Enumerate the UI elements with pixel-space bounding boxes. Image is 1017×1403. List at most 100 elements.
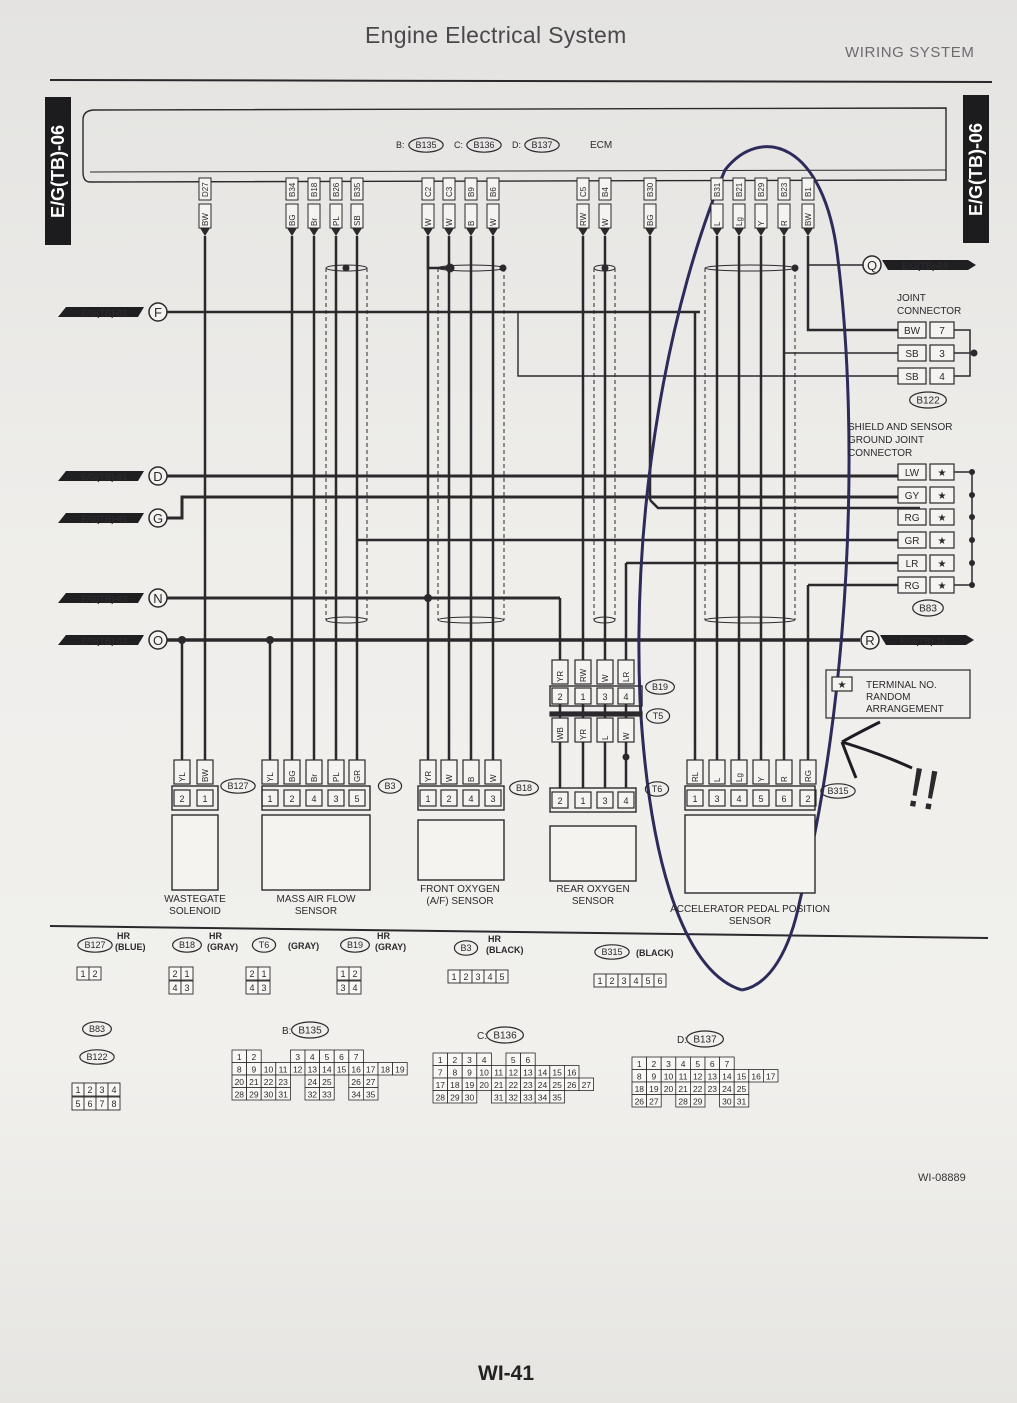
junction-dot xyxy=(601,264,609,272)
shield-wire-box xyxy=(897,486,927,504)
view-connector-code-outline xyxy=(77,937,113,953)
b19-wire-color: RW xyxy=(579,668,588,682)
component-wire-color: R xyxy=(780,776,789,782)
view-connector-spec: (BLACK) xyxy=(636,948,674,958)
big-pin-number: 11 xyxy=(279,1065,288,1075)
component-pin: 2 xyxy=(557,796,562,806)
component-pin: 3 xyxy=(714,794,719,804)
joint-connector-code: B122 xyxy=(916,396,940,407)
big-pin-cell xyxy=(362,1087,379,1101)
off-page-id-D-circle xyxy=(148,466,168,486)
component-wire-box xyxy=(752,759,770,785)
big-pin-number: 8 xyxy=(237,1065,242,1075)
shield-wire-color: RG xyxy=(905,513,920,524)
big-pin-number: 25 xyxy=(552,1080,562,1090)
ecm-pin-label: B4 xyxy=(601,187,610,197)
component-pin-box xyxy=(596,791,614,809)
component-pin-box xyxy=(305,789,323,807)
big-pin-number: 20 xyxy=(235,1077,245,1087)
off-page-tag-G: E/G(TB)-01 xyxy=(81,514,128,524)
component-body xyxy=(171,814,219,891)
big-pin-number: 34 xyxy=(351,1090,361,1100)
component-wire-box xyxy=(799,759,817,785)
joint-wire-color: SB xyxy=(905,372,919,383)
ecm-wire-color: SB xyxy=(353,215,362,226)
view-pin-cell xyxy=(88,966,102,981)
view-pin-number: 5 xyxy=(75,1099,80,1109)
off-page-id-R: R xyxy=(865,633,874,648)
big-pin-number: 20 xyxy=(479,1080,489,1090)
big-pin-number: 4 xyxy=(681,1059,686,1069)
b19-frame xyxy=(549,685,643,707)
ecm-pin-arrow xyxy=(331,228,341,236)
ecm-connector-code-outline xyxy=(466,137,502,153)
ecm-inner-line xyxy=(89,169,947,173)
joint-wire-color: BW xyxy=(904,326,921,337)
component-code-outline xyxy=(509,780,539,796)
big-pin-number: 22 xyxy=(264,1077,274,1087)
component-name: SENSOR xyxy=(295,906,337,917)
shield-wire-color: RG xyxy=(905,581,920,592)
view-pin-number: 5 xyxy=(499,972,504,982)
component-code: B18 xyxy=(516,783,532,793)
ecm-pin-arrow xyxy=(488,228,498,236)
ecm-pin-label: C3 xyxy=(445,186,454,197)
big-pin-number: 34 xyxy=(538,1093,548,1103)
off-page-tag-Q-shape xyxy=(882,260,976,270)
big-connector-code-outline xyxy=(291,1021,330,1039)
view-pin-number: 7 xyxy=(99,1099,104,1109)
legend-box xyxy=(825,669,971,719)
separator-rule xyxy=(49,925,989,939)
component-wire-box xyxy=(462,759,480,785)
component-wire-box xyxy=(775,759,793,785)
view-connector-code-outline xyxy=(594,944,630,960)
big-pin-number: 23 xyxy=(708,1084,718,1094)
big-pin-number: 6 xyxy=(339,1052,344,1062)
big-pin-number: 25 xyxy=(322,1077,332,1087)
big-pin-number: 14 xyxy=(538,1068,548,1078)
joint-wire-box xyxy=(897,367,927,385)
ecm-pin-box xyxy=(643,177,657,201)
component-wire-color: RG xyxy=(804,770,813,782)
shield-pin-box xyxy=(929,554,955,572)
big-pin-number: 2 xyxy=(652,1059,657,1069)
component-wire-box xyxy=(484,759,502,785)
joint-pin-box xyxy=(929,321,955,339)
big-pin-number: 15 xyxy=(737,1072,747,1082)
component-wire-color: W xyxy=(489,774,498,782)
big-pin-number: 11 xyxy=(679,1072,688,1082)
shield-wire-color: GY xyxy=(905,491,920,502)
joint-wire-box xyxy=(897,321,927,339)
view-pin-number: 2 xyxy=(609,976,614,986)
big-pin-number: 13 xyxy=(523,1068,533,1078)
component-wire-box xyxy=(196,759,214,785)
junction-dot xyxy=(970,349,978,357)
big-pin-number: 3 xyxy=(666,1059,671,1069)
ecm-wire-color: R xyxy=(780,220,789,226)
big-pin-number: 13 xyxy=(308,1065,318,1075)
view-connector-code-outline xyxy=(251,937,277,953)
big-pin-number: 17 xyxy=(436,1080,446,1090)
big-pin-number: 9 xyxy=(467,1068,472,1078)
shield-connector-code-outline xyxy=(912,599,944,617)
component-pin: 3 xyxy=(333,794,338,804)
b19-pin: 1 xyxy=(580,692,585,702)
component-name: ACCELERATOR PEDAL POSITION xyxy=(670,904,830,915)
component-pin-box xyxy=(462,789,480,807)
big-pin-number: 9 xyxy=(252,1065,257,1075)
component-code-outline xyxy=(820,783,856,799)
junction-dot xyxy=(499,264,507,272)
big-pin-number: 4 xyxy=(310,1052,315,1062)
off-page-id-Q: Q xyxy=(867,258,877,273)
header-rule xyxy=(49,79,993,83)
component-pin: 5 xyxy=(354,794,359,804)
t5-wire-box xyxy=(574,717,592,743)
view-connector-code: B127 xyxy=(84,940,105,950)
big-pin-number: 1 xyxy=(438,1055,443,1065)
component-wire-color: BG xyxy=(288,770,297,782)
big-pin-number: 10 xyxy=(479,1068,489,1078)
big-pin-number: 30 xyxy=(264,1090,274,1100)
joint-pin: 7 xyxy=(939,326,945,337)
wire xyxy=(649,499,920,510)
joint-pin-box xyxy=(929,367,955,385)
